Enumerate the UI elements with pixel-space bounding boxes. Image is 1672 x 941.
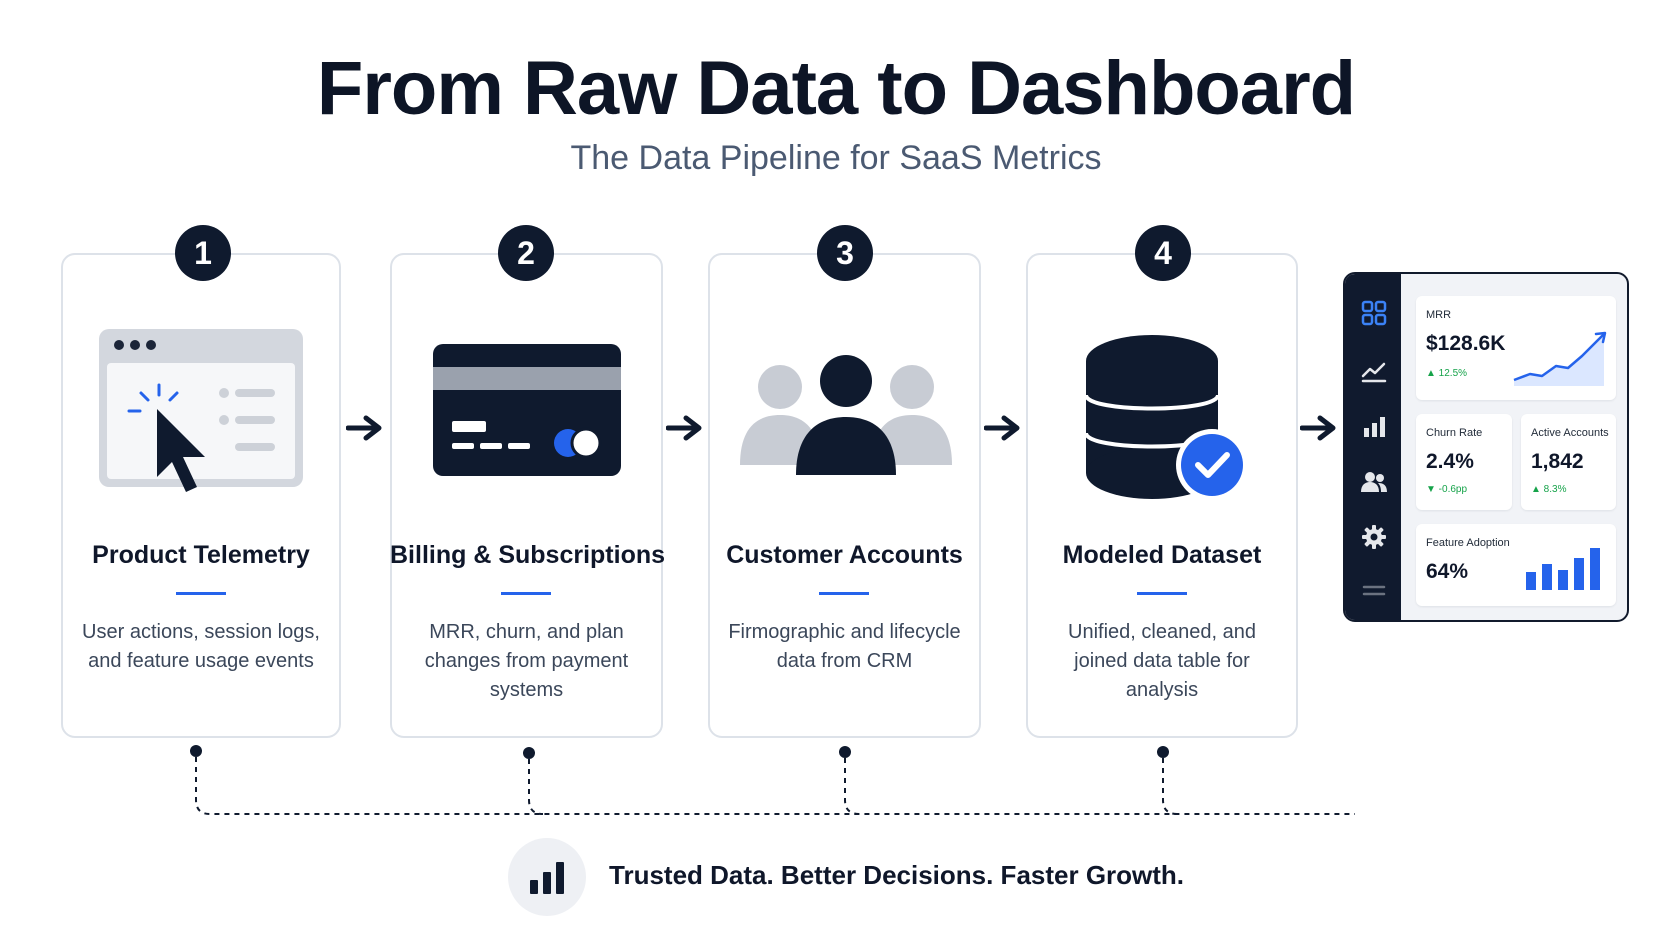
accounts-label: Active Accounts — [1531, 427, 1609, 439]
dashboard-panel: MRR $128.6K ▲ 12.5% Churn Rate 2.4% ▼ -0… — [1343, 272, 1629, 622]
step-desc-3: Firmographic and lifecycle data from CRM — [708, 618, 981, 676]
database-check-icon — [1086, 335, 1248, 501]
mrr-label: MRR — [1426, 309, 1452, 321]
desc-line: analysis — [1125, 679, 1199, 701]
desc-line: joined data table for — [1074, 650, 1250, 672]
step-desc-4: Unified, cleaned, and joined data table … — [1026, 618, 1298, 705]
desc-line: User actions, session logs, — [82, 621, 320, 643]
step-title-2: Billing & Subscriptions — [390, 541, 666, 569]
step-desc-2: MRR, churn, and plan changes from paymen… — [390, 618, 663, 705]
adoption-value: 64% — [1426, 560, 1469, 583]
line-chart-icon[interactable] — [1361, 360, 1387, 384]
desc-line: data from CRM — [776, 650, 913, 672]
step-desc-1: User actions, session logs, and feature … — [61, 618, 341, 676]
browser-cursor-icon — [99, 329, 303, 492]
accounts-delta: ▲ 8.3% — [1531, 484, 1567, 495]
step-title-3: Customer Accounts — [726, 541, 963, 569]
desc-line: Firmographic and lifecycle — [728, 621, 961, 643]
step-underline-4 — [1137, 592, 1187, 595]
bar-chart-icon — [530, 862, 564, 894]
step-underline-1 — [176, 592, 226, 595]
step-badge-1: 1 — [175, 225, 231, 281]
users-icon[interactable] — [1361, 470, 1387, 494]
dashboard-sidebar — [1345, 274, 1401, 620]
bar-chart-icon[interactable] — [1361, 415, 1387, 439]
page-title: From Raw Data to Dashboard — [316, 46, 1356, 131]
churn-tile: Churn Rate 2.4% ▼ -0.6pp — [1416, 414, 1512, 510]
churn-label: Churn Rate — [1426, 427, 1483, 439]
step-badge-4: 4 — [1135, 225, 1191, 281]
churn-delta: ▼ -0.6pp — [1426, 484, 1468, 495]
arrow-right-icon — [346, 415, 382, 441]
gear-icon[interactable] — [1361, 524, 1387, 550]
arrow-right-icon — [666, 415, 702, 441]
churn-value: 2.4% — [1426, 450, 1474, 473]
step-underline-2 — [501, 592, 551, 595]
page-subtitle: The Data Pipeline for SaaS Metrics — [570, 139, 1102, 177]
step-card-2 — [390, 253, 663, 738]
adoption-label: Feature Adoption — [1426, 537, 1510, 549]
mrr-delta: ▲ 12.5% — [1426, 368, 1468, 379]
step-title-4: Modeled Dataset — [1062, 541, 1262, 569]
desc-line: changes from payment — [424, 650, 629, 672]
arrow-right-icon — [1300, 415, 1336, 441]
desc-line: MRR, churn, and plan — [429, 621, 624, 643]
menu-icon[interactable] — [1361, 584, 1387, 598]
desc-line: and feature usage events — [88, 650, 314, 672]
tagline-text: Trusted Data. Better Decisions. Faster G… — [609, 860, 1185, 890]
adoption-bar-sparkline — [1526, 548, 1600, 590]
credit-card-icon — [433, 344, 621, 476]
step-title-1: Product Telemetry — [92, 541, 310, 569]
step-badge-3: 3 — [817, 225, 873, 281]
pipeline-connector — [190, 745, 1355, 815]
mrr-tile: MRR $128.6K ▲ 12.5% — [1416, 296, 1616, 400]
mrr-value: $128.6K — [1426, 332, 1506, 355]
desc-line: Unified, cleaned, and — [1068, 621, 1256, 643]
step-badge-2: 2 — [498, 225, 554, 281]
accounts-value: 1,842 — [1531, 450, 1584, 473]
users-icon — [740, 355, 952, 475]
adoption-tile: Feature Adoption 64% — [1416, 524, 1616, 606]
accounts-tile: Active Accounts 1,842 ▲ 8.3% — [1521, 414, 1616, 510]
tagline-icon-circle — [508, 838, 586, 916]
arrow-right-icon — [984, 415, 1020, 441]
mrr-trend-sparkline — [1513, 331, 1607, 386]
step-underline-3 — [819, 592, 869, 595]
grid-icon[interactable] — [1361, 300, 1387, 326]
desc-line: systems — [489, 679, 564, 701]
